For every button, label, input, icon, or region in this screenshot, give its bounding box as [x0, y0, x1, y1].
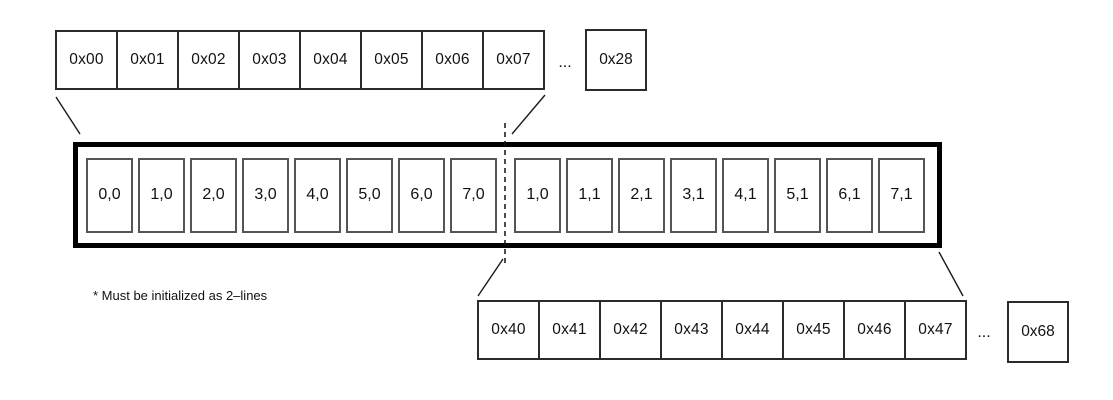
- bottom-address-cell: 0x43: [662, 302, 723, 358]
- top-address-cell: 0x02: [179, 32, 240, 88]
- top-address-cell: 0x07: [496, 51, 531, 68]
- line-cell: 6,0: [398, 157, 445, 233]
- line-cell: 4,0: [294, 157, 341, 233]
- top-address-cell: 0x05: [362, 32, 423, 88]
- connector-top-right: [511, 94, 546, 135]
- bottom-address-row: 0x40 0x41 0x42 0x43 0x44 0x45 0x46 0x47: [477, 300, 967, 360]
- top-address-cell: 0x04: [301, 32, 362, 88]
- line-cell: 3,1: [670, 157, 717, 233]
- connector-bottom-left: [477, 258, 504, 297]
- line-cell: 1,0: [514, 157, 561, 233]
- connector-bottom-right: [938, 251, 964, 297]
- top-row-ellipsis: ...: [558, 54, 572, 71]
- top-row-tail-cell: 0x28: [585, 29, 647, 91]
- bottom-address-cell: 0x45: [784, 302, 845, 358]
- line-cell: 1,0: [138, 157, 185, 233]
- top-address-cell: 0x06: [423, 32, 484, 88]
- top-address-cell: 0x01: [118, 32, 179, 88]
- line-cell: 7,0: [450, 157, 497, 233]
- line-cell: 4,1: [722, 157, 769, 233]
- bottom-address-cell: 0x42: [601, 302, 662, 358]
- bottom-address-cell: 0x46: [845, 302, 906, 358]
- top-address-cell: 0x00: [57, 32, 118, 88]
- line-cell: 5,1: [774, 157, 821, 233]
- line-cell: 2,0: [190, 157, 237, 233]
- bottom-row-tail-cell: 0x68: [1007, 301, 1069, 363]
- line-buffer-box: 0,0 1,0 2,0 3,0 4,0 5,0 6,0 7,0 1,0 1,1 …: [73, 142, 942, 248]
- bottom-address-cell: 0x40: [479, 302, 540, 358]
- bottom-address-cell: 0x44: [723, 302, 784, 358]
- bottom-address-cell: 0x41: [540, 302, 601, 358]
- line-cell: 7,1: [878, 157, 925, 233]
- line-cell: 5,0: [346, 157, 393, 233]
- connector-top-left: [55, 96, 81, 135]
- line-buffer-cells: 0,0 1,0 2,0 3,0 4,0 5,0 6,0 7,0 1,0 1,1 …: [78, 147, 937, 243]
- bottom-address-cell: 0x47: [918, 321, 953, 338]
- line-cell: 1,1: [566, 157, 613, 233]
- line-cell: 2,1: [618, 157, 665, 233]
- top-address-cell: 0x03: [240, 32, 301, 88]
- line-cell: 3,0: [242, 157, 289, 233]
- line-cell: 0,0: [86, 157, 133, 233]
- top-address-row: 0x00 0x01 0x02 0x03 0x04 0x05 0x06 0x07: [55, 30, 545, 90]
- bottom-row-ellipsis: ...: [977, 324, 991, 341]
- initialization-note: * Must be initialized as 2–lines: [93, 288, 268, 303]
- line-cell: 6,1: [826, 157, 873, 233]
